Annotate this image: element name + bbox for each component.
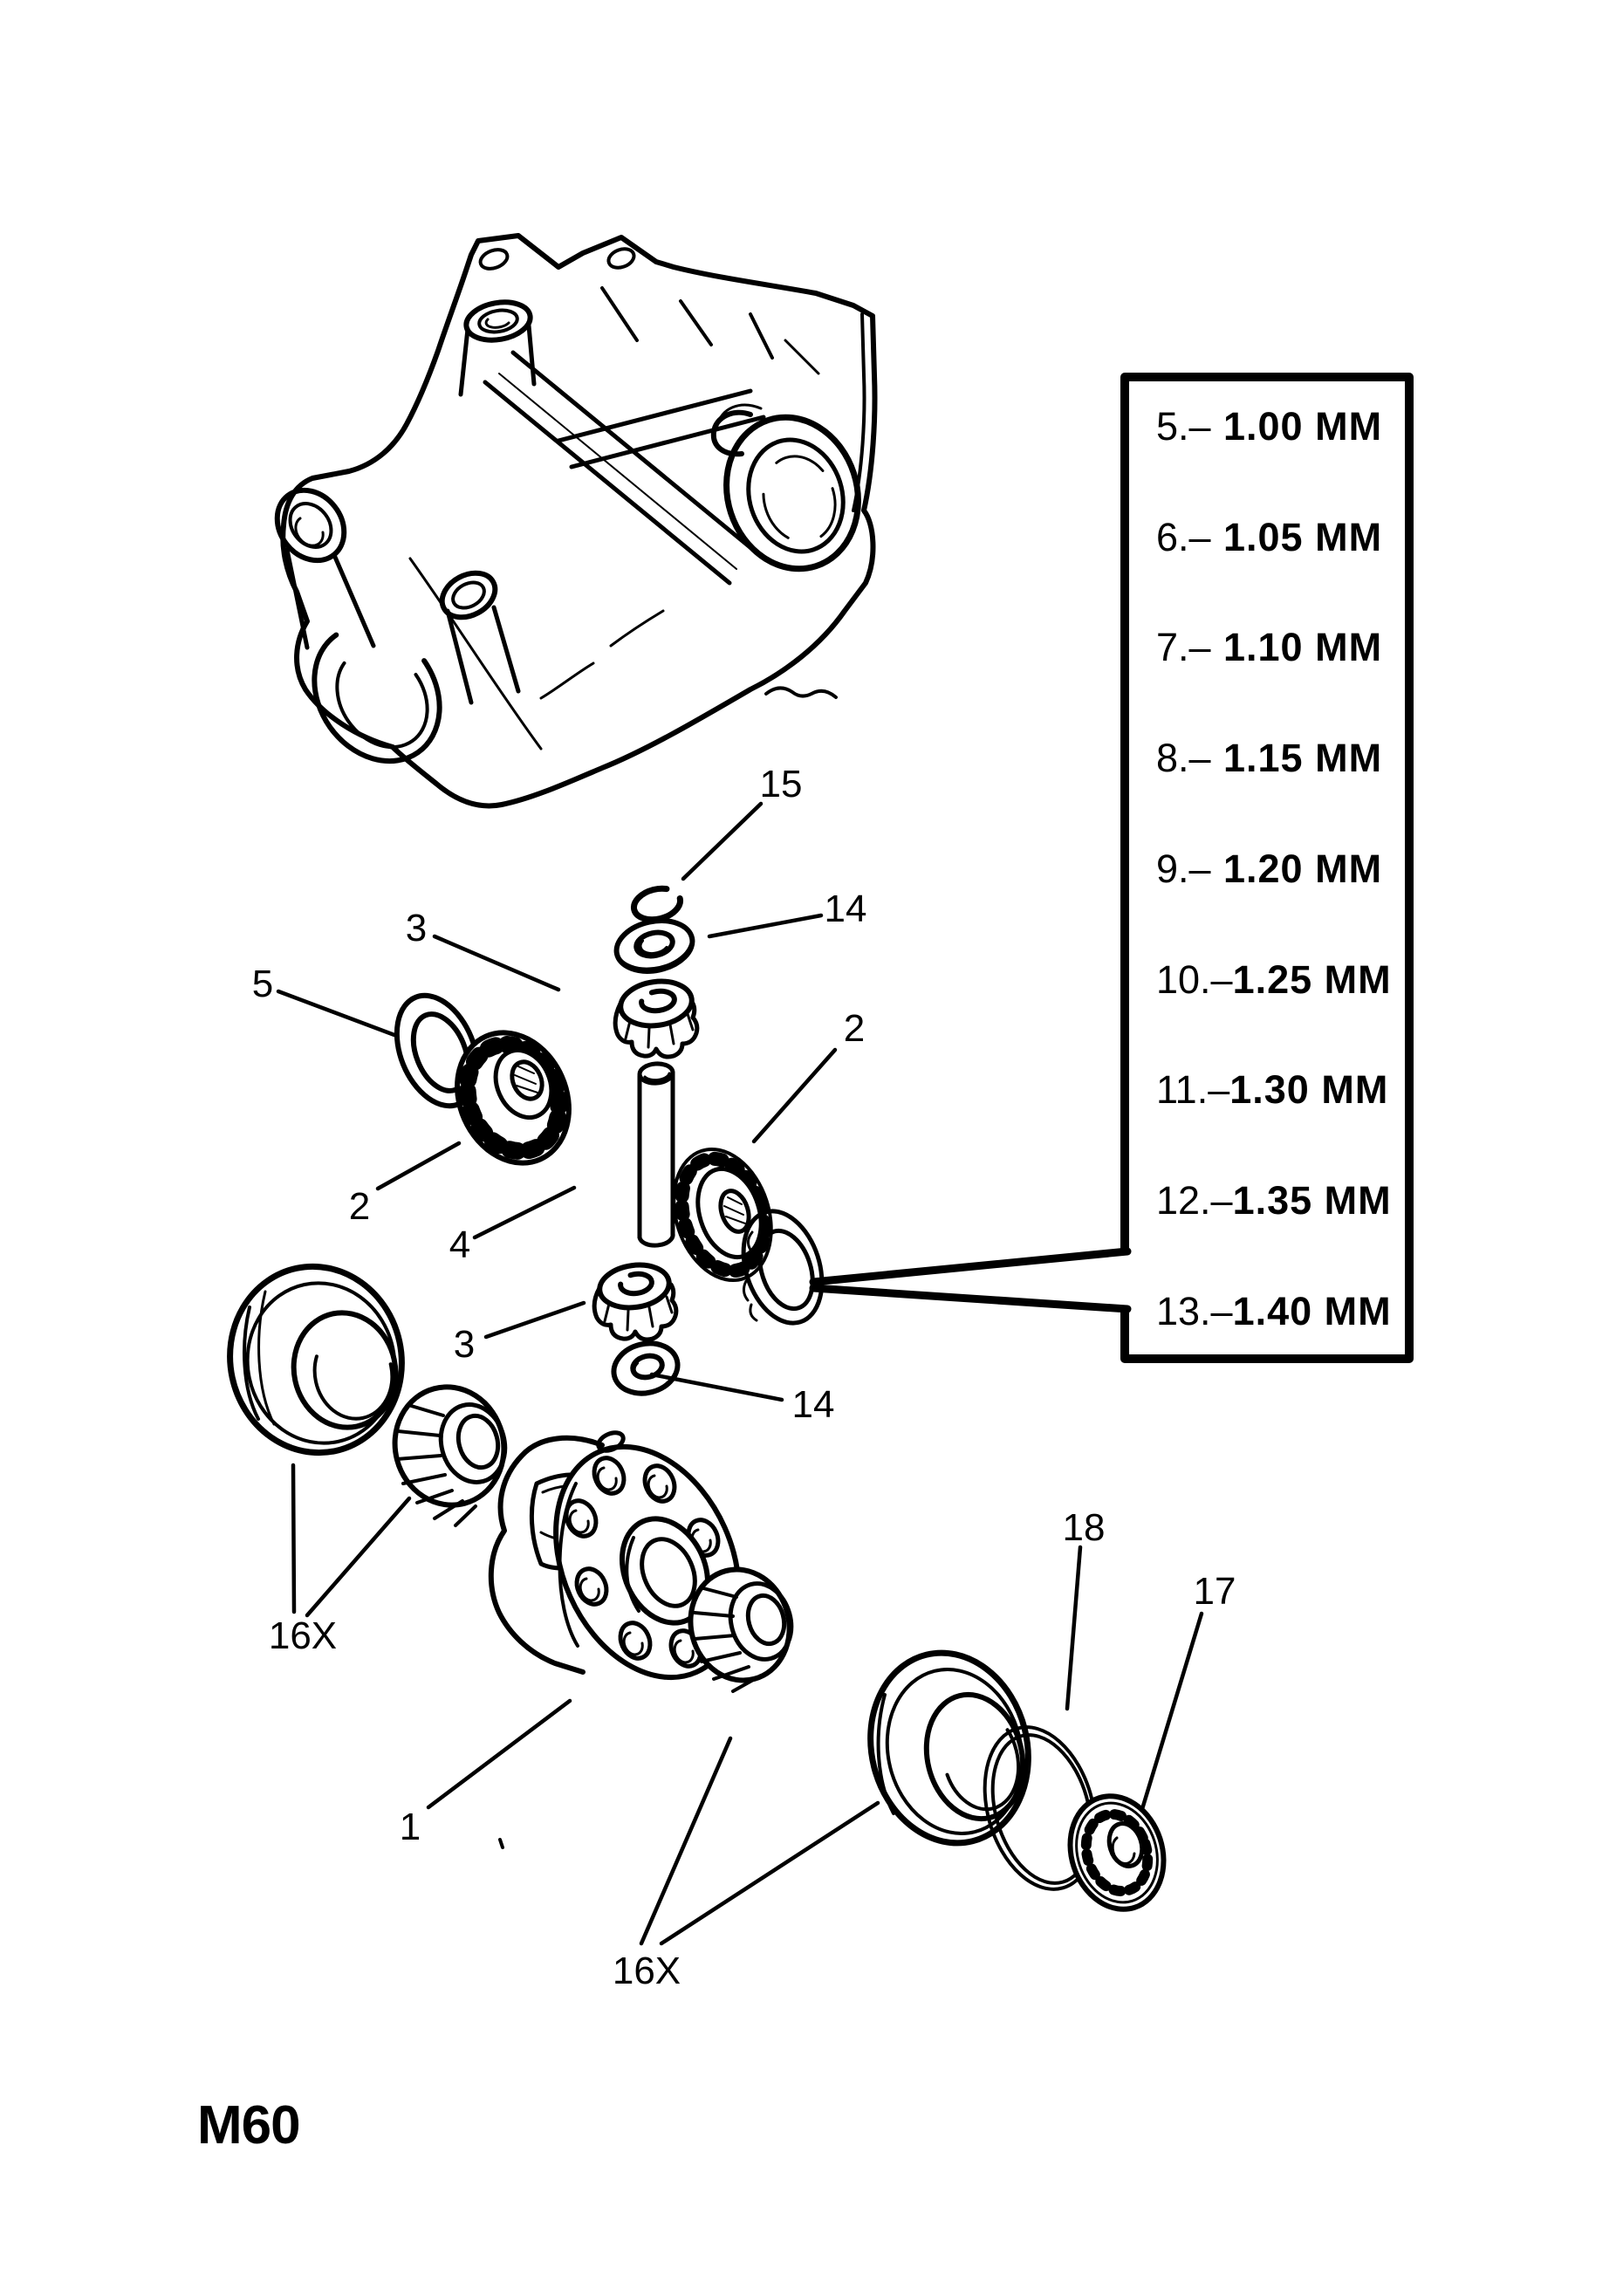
pinion-gear-upper-drawing (613, 978, 700, 1059)
bearing-race-left-drawing (227, 1263, 405, 1456)
callout-16x-bottom: 16X (612, 1950, 681, 1992)
shim-size: 1.05 MM (1223, 514, 1383, 559)
callout-3-lower: 3 (453, 1323, 476, 1366)
callout-2-left: 2 (348, 1185, 371, 1228)
shim-size: 1.00 MM (1223, 403, 1383, 449)
side-gear-right-drawing (672, 1147, 773, 1283)
pinion-shaft-drawing (637, 1061, 675, 1248)
shim-size: 1.40 MM (1232, 1288, 1392, 1333)
shim-index: 9.– (1156, 846, 1211, 891)
callout-17: 17 (1193, 1570, 1236, 1613)
shim-index: 11.– (1156, 1066, 1230, 1112)
table-row: 12.–1.35 MM (1156, 1177, 1406, 1223)
callout-15: 15 (759, 763, 803, 805)
snap-ring-15-drawing (630, 885, 684, 923)
housing-drawing (274, 233, 878, 809)
table-row: 8.– 1.15 MM (1156, 735, 1406, 780)
bearing-race-right-drawing (867, 1649, 1031, 1847)
shim-table-box (809, 373, 1414, 1363)
thrust-washer-upper-drawing (613, 918, 695, 974)
callout-16x-left: 16X (268, 1614, 338, 1657)
pinion-gear-lower-drawing (592, 1262, 679, 1342)
shim-size: 1.15 MM (1223, 735, 1383, 780)
shim-size: 1.25 MM (1232, 956, 1392, 1002)
callout-14-lower: 14 (791, 1383, 835, 1426)
shim-index: 12.– (1156, 1177, 1233, 1223)
callout-14-upper: 14 (824, 888, 867, 930)
wavy-shim-drawing (741, 1209, 825, 1326)
side-gear-left-drawing (455, 1030, 572, 1166)
diff-case-drawing (488, 1430, 742, 1681)
table-row: 7.– 1.10 MM (1156, 624, 1406, 669)
shim-size: 1.35 MM (1232, 1177, 1392, 1223)
ball-bearing-17-drawing (1067, 1793, 1167, 1912)
table-row: 9.– 1.20 MM (1156, 846, 1406, 891)
shim-index: 10.– (1156, 956, 1233, 1002)
shim-index: 5.– (1156, 403, 1211, 449)
leader-lines (276, 801, 1204, 1946)
snap-ring-18-drawing (983, 1725, 1098, 1891)
callout-3-upper: 3 (405, 907, 428, 949)
bearing-cone-right-drawing (688, 1566, 794, 1693)
table-row: 13.–1.40 MM (1156, 1288, 1406, 1333)
shim-index: 7.– (1156, 624, 1211, 669)
callout-5: 5 (251, 963, 274, 1005)
callout-4: 4 (449, 1223, 471, 1266)
shim-index: 13.– (1156, 1288, 1233, 1333)
shim-index: 8.– (1156, 735, 1211, 780)
shim-size: 1.10 MM (1223, 624, 1383, 669)
callout-18: 18 (1062, 1506, 1106, 1549)
thrust-washer-lower-drawing (611, 1340, 681, 1396)
table-row: 5.– 1.00 MM (1156, 403, 1406, 449)
table-row: 11.–1.30 MM (1156, 1066, 1406, 1112)
table-row: 10.–1.25 MM (1156, 956, 1406, 1002)
shim-size: 1.30 MM (1229, 1066, 1389, 1112)
page-code: M60 (197, 2095, 301, 2155)
callout-2-right: 2 (843, 1007, 866, 1050)
shim-size: 1.20 MM (1223, 846, 1383, 891)
shim-index: 6.– (1156, 514, 1211, 559)
callout-1: 1 (399, 1806, 421, 1848)
table-row: 6.– 1.05 MM (1156, 514, 1406, 559)
bearing-cone-left-drawing (392, 1384, 508, 1527)
